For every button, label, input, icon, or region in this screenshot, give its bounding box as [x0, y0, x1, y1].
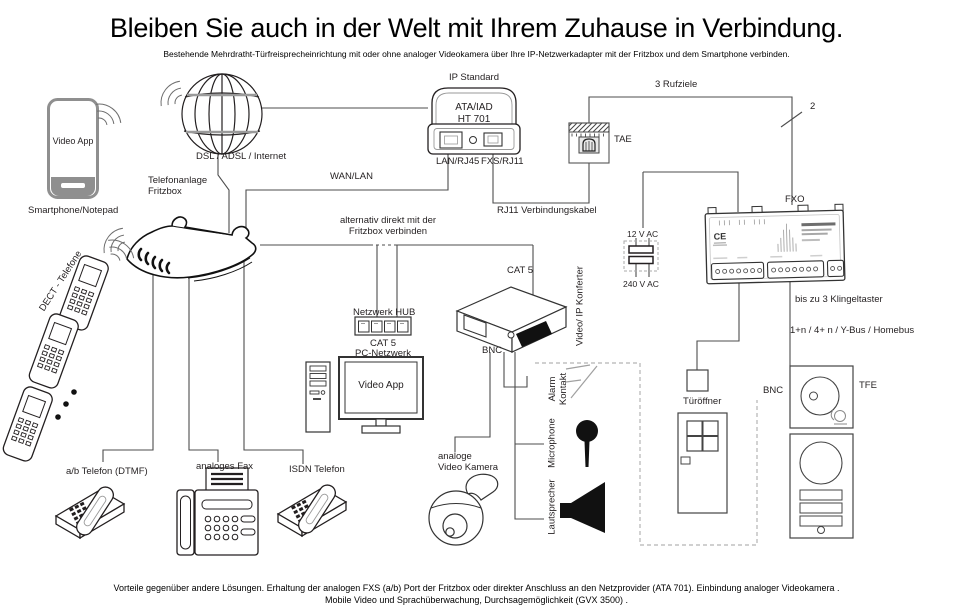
rufziele-label: 3 Rufziele — [655, 79, 698, 90]
converter-side-label: Video/ IP Konferter — [574, 266, 586, 346]
fxo-adapter-module: CE — [704, 203, 846, 285]
hub-cat5-label: CAT 5 — [369, 338, 397, 349]
fxo-label: FXO — [785, 194, 805, 205]
transformer — [623, 240, 659, 272]
camera-label: analoge Video Kamera — [438, 451, 499, 473]
tfe-label: TFE — [859, 380, 877, 391]
rj11-cable-label: RJ11 Verbindungskabel — [497, 205, 597, 216]
smartphone-screen-label: Video App — [52, 136, 94, 146]
tae-label: TAE — [614, 134, 632, 145]
wan-lan-label: WAN/LAN — [330, 171, 373, 182]
wire-count-label: 2 — [810, 101, 816, 112]
transformer-240v-label: 240 V AC — [623, 279, 659, 289]
analog-phone-icon — [55, 483, 125, 539]
converter-cat5-label: CAT 5 — [507, 265, 534, 276]
footer-line1: Vorteile gegenüber andere Lösungen. Erha… — [113, 583, 840, 593]
page-title: Bleiben Sie auch in der Welt mit Ihrem Z… — [109, 13, 844, 43]
fax-label: analoges Fax — [196, 461, 254, 472]
door-icon — [677, 412, 728, 514]
bus-label: 1+n / 4+ n / Y-Bus / Homebus — [790, 325, 915, 336]
bnc-dashed-path — [535, 362, 758, 546]
tfe-speaker-unit — [789, 365, 854, 429]
pc-screen-label: Video App — [358, 380, 404, 391]
door-opener-label: Türöffner — [683, 396, 722, 407]
page-subtitle: Bestehende Mehrdratht-Türfreisprecheinri… — [163, 49, 790, 59]
footer-line2: Mobile Video und Sprachüberwachung, Durc… — [324, 595, 628, 605]
tae-socket — [568, 122, 610, 164]
microphone-icon — [576, 420, 598, 467]
ata-name: ATA/IAD HT 701 — [455, 102, 493, 125]
klingeltaster-label: bis zu 3 Klingeltaster — [795, 294, 883, 305]
ata-device — [427, 87, 521, 155]
globe-icon — [181, 73, 263, 155]
pc-tower — [305, 361, 331, 433]
alarm-contact-icon — [565, 364, 598, 399]
ata-top-label: IP Standard — [448, 72, 499, 83]
video-ip-converter — [455, 286, 568, 353]
pc-monitor — [338, 356, 424, 434]
smartphone — [47, 98, 99, 199]
fritzbox-label: Telefonanlage Fritzbox — [148, 175, 208, 197]
tfe-button-panel — [789, 433, 854, 539]
fax-machine-icon — [176, 467, 259, 556]
speaker-label: Lautsprecher — [546, 479, 558, 535]
door-opener — [686, 369, 709, 392]
video-camera-icon — [428, 473, 499, 546]
tfe-bnc-label: BNC — [763, 385, 784, 396]
fritzbox-router — [126, 216, 257, 282]
network-hub — [354, 316, 412, 336]
isdn-phone-label: ISDN Telefon — [289, 464, 345, 475]
hub-label: Netzwerk HUB — [353, 307, 416, 318]
microphone-label: Microphone — [546, 418, 558, 468]
smartphone-label: Smartphone/Notepad — [28, 205, 119, 216]
alarm-contact-label: Alarm Kontakt — [547, 372, 569, 406]
speaker-icon — [560, 482, 605, 533]
internet-label: DSL / ADSL / Internet — [196, 151, 287, 162]
ata-port-fxs-label: FXS/RJ11 — [481, 156, 524, 167]
analog-phone-label: a/b Telefon (DTMF) — [66, 466, 148, 477]
isdn-phone-icon — [277, 481, 347, 537]
transformer-12v-label: 12 V AC — [627, 229, 659, 239]
fxo-ce-mark: CE — [714, 231, 727, 241]
connection-lines — [102, 96, 803, 520]
hub-pc-network-label: PC-Netzwerk — [355, 348, 411, 359]
converter-bnc-label: BNC — [482, 345, 503, 356]
alt-connection-label: alternativ direkt mit der Fritzbox verbi… — [339, 215, 437, 237]
dect-handsets — [0, 253, 111, 464]
ata-port-lan-label: LAN/RJ45 — [436, 156, 480, 167]
